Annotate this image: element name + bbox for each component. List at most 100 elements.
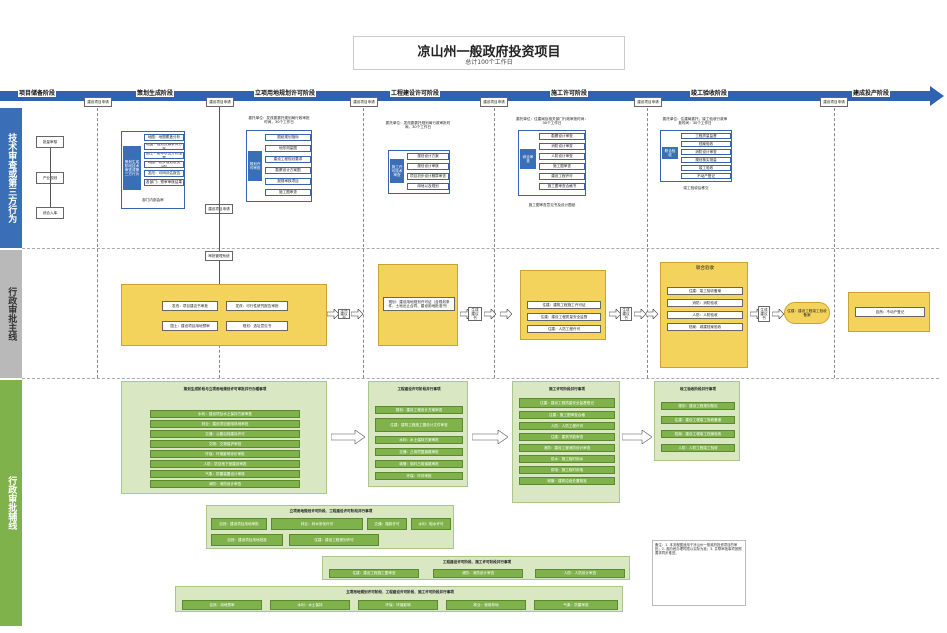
aux-const-title: 施工许可阶段并行事项 [549,386,585,391]
admin-const-item-2: 住建：人防工程许可 [527,325,601,333]
admin-finish-item-0: 住建：竣工验收备案 [667,287,743,295]
aux-finish-item-0: 规划：建设工程规划核实 [661,402,735,410]
const-tech-item-3: 施工图审查 [539,163,585,170]
sep-1 [22,248,939,249]
vsep-4 [647,108,648,378]
aux-row2-item-0: 自然：建设项目用地审批 [211,518,267,530]
eng-tech-item-1: 规划设计审核 [407,163,449,170]
aux-row2-item-5: 住建：建设工程规划许可 [289,534,379,546]
aux-const-item-7: 城管：建筑垃圾处置核准 [519,477,615,485]
admin-land-item-0: 规划：建设用地规划许可证（含规划条件、土地出让合同、建设用地批准书） [383,297,455,311]
admin-final-box: 自然：不动产登记 [848,292,930,332]
gate-3[interactable]: 建设项目申请 [480,97,508,107]
finish-tech-item-1: 档案验收 [681,141,731,147]
finish-tech-item-2: 消防设计审查 [681,149,731,155]
const-tech-item-5: 施工图审查合格书 [539,183,585,190]
aux-plan-box: 策划生成阶段与立项用地规划许可审批并行办理事项 水利：建设项目水土保持方案审批 … [121,381,327,494]
finish-oval: 住建：建设工程竣工验收备案 [784,302,830,324]
admin-plan-box: 发改：项目建议书审批 发改：可行性研究报告审批 国土：建设项目用地预审 规划：选… [121,284,327,346]
approval-system-box: 审批管理系统 [205,251,233,261]
aux-plan-item-5: 人防：防空地下室建设审批 [150,460,300,468]
const-tech-box: 综合审查 勘察设计审查 消防设计审查 人防设计审查 施工图审查 建设工程许可 施… [518,130,586,196]
aux-finish-title: 竣工验收阶段并行事项 [680,386,716,391]
land-note: 委托单位：发改委委托规划局行政审批时间，30个工作日 [248,115,310,124]
land-tech-item-0: 图纸规划指标 [265,134,311,141]
planning-tech-item-5: 各部门：预审审核结果 [144,179,184,186]
land-tech-item-4: 报规审核项目 [265,178,311,185]
vsep-3 [494,108,495,378]
const-tech-item-0: 勘察设计审查 [539,133,585,140]
gate-5[interactable]: 建设项目申请 [820,97,848,107]
admin-final-item: 自然：不动产登记 [855,307,925,317]
aux-finish-item-1: 住建：建设工程竣工验收备案 [661,416,735,424]
admin-finish-item-1: 消防：消防验收 [667,299,743,307]
admin-const-item-1: 住建：建设工程质量安全监督 [527,313,601,321]
const-tech-item-2: 人防设计审查 [539,153,585,160]
eng-tech-item-0: 规划设计方案 [407,153,449,160]
notes-text: 备注：1. 本流程图适用于凉山州一般政府投资项目的审批；2. 各阶段办理时限以实… [655,543,742,556]
lane-admin-label: 行政审批主线 [6,287,17,341]
admin-land-box: 规划：建设用地规划许可证（含规划条件、土地出让合同、建设用地批准书） [378,264,458,346]
planning-tech-side: 策划生成阶段技术审查或第三方行为 [123,146,141,190]
finish-note: 委托单位：住建局委托，竣工验收行政审批时间：30个工作日 [662,116,728,125]
aux-eng-item-2: 水利：水土保持方案审批 [375,436,463,444]
aux-const-item-3: 住建：建筑节能审查 [519,433,615,441]
notes-box: 备注：1. 本流程图适用于凉山州一般政府投资项目的审批；2. 各阶段办理时限以实… [652,540,746,606]
aux-row3-item-2: 人防：人防设计审查 [535,569,625,578]
aux-row2-item-2: 交通：路政许可 [367,518,407,530]
land-tech-item-2: 建设工程规划要求 [265,156,311,163]
aux-const-item-4: 消防：建设工程消防设计审查 [519,444,615,452]
aux-const-item-1: 住建：施工图审查合格 [519,411,615,419]
eng-note: 委托单位：发改委委托规划局行政审批时间，30个工作日 [385,120,451,129]
admin-plan-item-1: 发改：可行性研究报告审批 [226,301,288,311]
aux-plan-item-3: 文物：文物保护审批 [150,440,300,448]
planning-tech-item-2: 国土：基本农田分析结果 [144,152,184,159]
aux-arrow-2 [622,430,652,444]
gate-0[interactable]: 建设项目申请 [84,97,112,107]
title-box: 凉山州一般政府投资项目 总计100个工作日 [353,36,625,70]
stage-label-6: 建成投产阶段 [852,88,891,97]
finish-tech-side: 联合验收 [662,147,678,159]
aux-plan-item-0: 水利：建设项目水土保持方案审批 [150,410,300,418]
aux-row3-item-0: 住建：建设工程施工图审查 [329,569,419,578]
gate-1[interactable]: 建设项目申请 [206,97,234,107]
page-title: 凉山州一般政府投资项目 [417,45,561,60]
aux-plan-item-4: 环保：环境影响评价审批 [150,450,300,458]
aux-plan-item-6: 气象：防雷装置设计审核 [150,470,300,478]
aux-plan-title: 策划生成阶段与立项用地规划许可审批并行办理事项 [183,386,267,391]
admin-plan-item-3: 规划：选址意见书 [226,321,288,331]
lane-tech: 技术审查或第三方行为 [0,108,22,248]
gate-2[interactable]: 建设项目申请 [350,97,378,107]
admin-finish-item-2: 人防：人防验收 [667,311,743,319]
gate-4[interactable]: 建设项目申请 [634,97,662,107]
aux-const-item-6: 供电：施工临时用电 [519,466,615,474]
const-tech-item-1: 消防设计审查 [539,143,585,150]
stage-label-0: 项目储备阶段 [18,88,57,97]
vsep-5 [834,108,835,378]
const-note: 委托单位：住建局及相关部门行政审批时间：30个工作日 [516,116,588,125]
aux-row4-item-3: 林业：使用林地 [446,600,526,610]
aux-finish-box: 竣工验收阶段并行事项 规划：建设工程规划核实 住建：建设工程竣工验收备案 档案：… [654,381,740,461]
arrow-label-1: 生成建议书 [468,307,482,321]
storage-2[interactable]: 综合入库 [36,207,64,219]
admin-finish-title: 联合验收 [696,265,714,271]
land-tech-item-1: 地形测量图 [265,145,311,152]
admin-arrow-1 [351,309,363,319]
land-tech-item-3: 勘察设计方案图 [265,167,311,174]
sep-2 [22,378,939,379]
admin-plan-item-2: 国土：建设项目用地预审 [162,321,218,331]
planning-tech-item-3: 地图：初步规划意见（填） [144,161,184,168]
eng-tech-item-3: 用地以及规划 [407,183,449,190]
aux-const-item-5: 供水：施工临时用水 [519,455,615,463]
admin-arrow-5 [609,309,621,319]
finish-tech-box: 联合验收 工程质量监督 档案验收 消防设计审查 规划核实测量 竣工验收 不动产登… [660,130,732,182]
page-subtitle: 总计100个工作日 [465,59,513,66]
aux-row4-item-4: 气象：防雷审查 [534,600,618,610]
land-tech-item-5: 施工图审查 [265,189,311,196]
aux-eng-item-5: 环保：环评审批 [375,472,463,480]
finish-tech-item-0: 工程质量监督 [681,133,731,139]
aux-eng-item-0: 规划：建设工程设计方案审查 [375,406,463,414]
storage-0[interactable]: 批量审核 [36,136,64,148]
aux-row2-item-4: 自然：建设项目用地批准 [211,534,283,546]
planning-tech-item-4: 发改：可研评估报告 [144,170,184,177]
